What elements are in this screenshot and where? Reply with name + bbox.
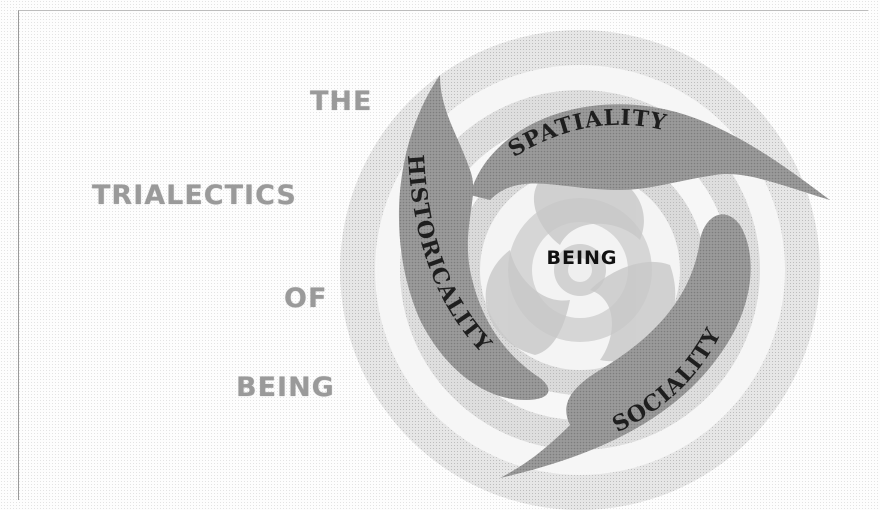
title-word-the: THE [310, 86, 373, 117]
figure-frame [18, 10, 868, 500]
title-word-trialectics: TRIALECTICS [92, 180, 297, 211]
title-word-being: BEING [236, 372, 335, 403]
center-label-being: BEING [546, 247, 617, 269]
swirl-arms [398, 75, 830, 479]
title-word-of: OF [284, 283, 328, 314]
